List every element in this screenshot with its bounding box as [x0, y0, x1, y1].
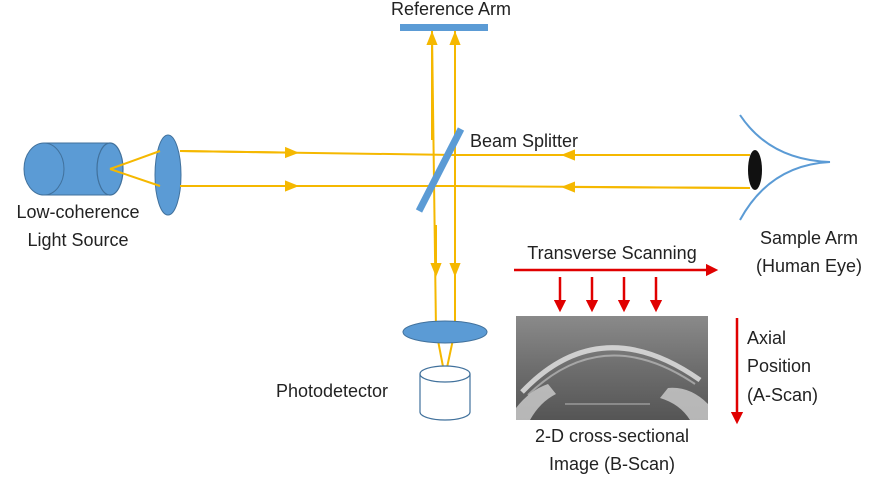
photodetector-label: Photodetector [276, 381, 388, 401]
axial-label-line1: Axial [747, 328, 786, 348]
sample-arm-label-line2: (Human Eye) [756, 256, 862, 276]
b-scan-label-line2: Image (B-Scan) [549, 454, 675, 474]
reference-arm-label: Reference Arm [391, 0, 511, 19]
b-scan-image [516, 316, 708, 420]
axial-label-line3: (A-Scan) [747, 385, 818, 405]
light-source-label-line2: Light Source [27, 230, 128, 250]
cylinder-laser-icon [23, 142, 124, 196]
beam-splitter-label: Beam Splitter [470, 131, 578, 151]
eye-icon [739, 114, 831, 221]
vertical-beams [426, 30, 461, 378]
lens-icon [154, 134, 182, 216]
b-scan-label-line1: 2-D cross-sectional [535, 426, 689, 446]
axial-label-line2: Position [747, 356, 811, 376]
beam-splitter-icon [415, 127, 465, 213]
detector-cylinder-icon [419, 365, 471, 421]
transverse-scanning-label: Transverse Scanning [527, 243, 696, 263]
scan-arrows [514, 263, 744, 425]
lens-icon [402, 320, 488, 344]
sample-arm-label-line1: Sample Arm [760, 228, 858, 248]
light-source [23, 142, 124, 196]
light-source-label-line1: Low-coherence [16, 202, 139, 222]
mirror-icon [400, 24, 488, 31]
